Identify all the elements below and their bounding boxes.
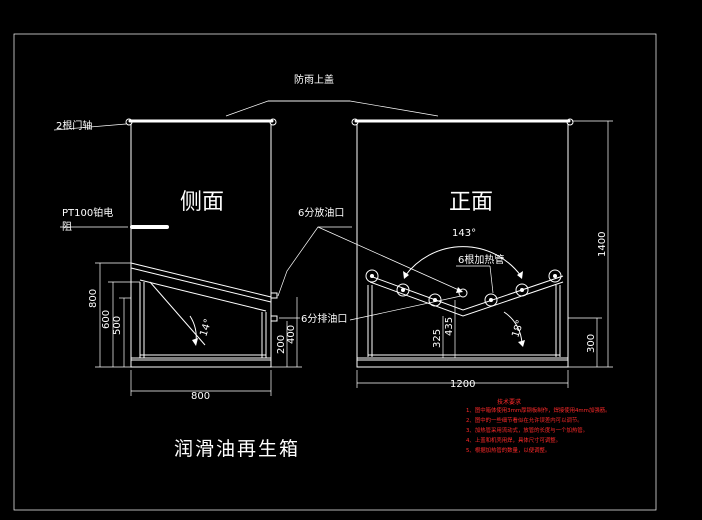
front-hinge-left: [351, 118, 359, 126]
side-view-label: 侧面: [180, 190, 224, 215]
heat-tube-5: [515, 283, 529, 297]
leader-heat-pipes-tube: [489, 265, 494, 294]
leader-oil-inlet: [277, 226, 352, 297]
dim-side-h500-label: 500: [112, 316, 123, 335]
dim-front-h325-label: 325: [432, 329, 443, 348]
heat-tube-3-core: [433, 298, 437, 302]
heat-tube-6-core: [553, 274, 557, 278]
leader-lines: [53, 100, 494, 321]
dim-side-h800-label: 800: [88, 289, 99, 308]
heat-tube-4: [484, 293, 498, 307]
front-angle-arc: [503, 311, 523, 345]
heat-tube-1-core: [370, 274, 374, 278]
front-angle-arrow: [518, 340, 525, 347]
leader-oil-inlet-front: [317, 226, 462, 292]
notes-heading: 技术要求: [497, 398, 521, 406]
leader-oil-outlet-front: [349, 295, 462, 321]
door-shaft-label: 2根门轴: [56, 119, 92, 132]
dim-side-width-label: 800: [191, 391, 210, 402]
note-item-5: 5、根据加热管的数量，以便调整。: [466, 446, 550, 454]
front-dimensions: [356, 120, 613, 388]
side-base: [130, 357, 272, 368]
pt100-label-1: PT100铂电: [62, 206, 113, 219]
front-view-label: 正面: [449, 190, 493, 215]
front-arc-143: [404, 246, 522, 277]
drawing-title: 润滑油再生箱: [174, 438, 300, 460]
side-angle-arrow: [192, 338, 198, 346]
side-slope-inner: [139, 279, 267, 312]
side-slope-bottom: [130, 267, 272, 303]
heat-pipes-label: 6根加热管: [458, 253, 504, 266]
side-outlet-stub: [270, 292, 278, 299]
side-angle-label: 14°: [198, 318, 214, 338]
leader-oil-inlet-arrow: [456, 287, 463, 293]
side-angle-ref: [149, 281, 206, 346]
dim-side-h600-label: 600: [101, 310, 112, 329]
side-view: [125, 118, 278, 368]
note-item-3: 3、加热管采用流动式，放管的长度与一个加热管。: [466, 426, 588, 434]
door-shaft-right: [269, 118, 277, 126]
dim-side-h400-label: 400: [286, 325, 297, 344]
front-v-plate-outer: [369, 275, 564, 311]
side-dimensions: [95, 262, 302, 396]
front-arc-arrow-l: [403, 271, 409, 279]
pt100-label-2: 阻: [62, 221, 72, 233]
dim-front-width-label: 1200: [450, 379, 475, 390]
front-angle-label: 18°: [510, 319, 526, 339]
dim-front-h1400-label: 1400: [597, 232, 608, 257]
door-shaft-left: [125, 118, 133, 126]
oil-inlet-label: 6分放油口: [298, 206, 344, 219]
heat-tube-5-core: [520, 288, 524, 292]
note-item-1: 1、图中箱体使用3mm厚钢板制作，焊接使用4mm加强筋。: [466, 406, 611, 414]
dim-front-h300-label: 300: [586, 334, 597, 353]
leader-door-shaft: [53, 123, 127, 131]
dim-side-h200-label: 200: [276, 335, 287, 354]
dim-front-h435-label: 435: [444, 317, 455, 336]
front-arc-label: 143°: [452, 228, 476, 239]
heat-tube-1: [365, 269, 379, 283]
drawing-frame: [13, 33, 657, 511]
technical-notes: 技术要求 1、图中箱体使用3mm厚钢板制作，焊接使用4mm加强筋。 2、图中的一…: [466, 398, 611, 454]
front-view: [351, 118, 574, 368]
heat-tube-6: [548, 269, 562, 283]
leader-rain-cover: [225, 100, 439, 117]
heat-tube-4-core: [489, 298, 493, 302]
front-arc-arrow-r: [517, 271, 523, 279]
front-v-plate-inner: [369, 281, 564, 317]
front-drain-port: [458, 288, 468, 298]
side-slope-top: [130, 262, 272, 298]
front-base: [356, 357, 569, 368]
front-hinge-right: [566, 118, 574, 126]
note-item-2: 2、图中的一些细节看似在允许误差内可以调节。: [466, 416, 583, 424]
side-drain-stub: [270, 315, 278, 322]
oil-outlet-label: 6分排油口: [301, 312, 347, 325]
heat-tube-2-core: [401, 288, 405, 292]
heat-tube-2: [396, 283, 410, 297]
note-item-4: 4、上盖和机壳用焊，具体尺寸可调整。: [466, 436, 561, 444]
rain-cover-label: 防雨上盖: [294, 73, 334, 86]
